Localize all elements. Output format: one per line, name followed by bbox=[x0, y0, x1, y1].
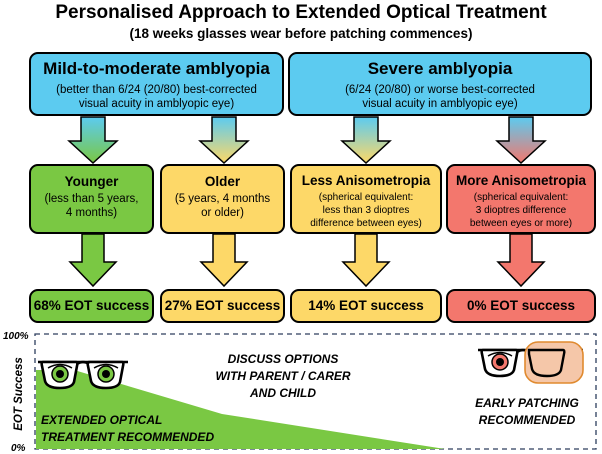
arrow-to-less-aniso bbox=[340, 116, 392, 165]
glasses-patch-icon bbox=[478, 341, 584, 384]
arrow-to-more-aniso bbox=[495, 116, 547, 165]
group-less-anisometropia: Less Anisometropia (spherical equivalent… bbox=[290, 164, 442, 234]
group-older: Older (5 years, 4 months or older) bbox=[160, 164, 285, 234]
arrow-more-aniso-result bbox=[496, 233, 546, 288]
category-severe-desc-1: (6/24 (20/80) or worse best-corrected bbox=[345, 84, 535, 96]
category-mild-moderate-desc-2: visual acuity in amblyopic eye) bbox=[78, 98, 235, 110]
arrow-to-younger bbox=[67, 116, 119, 165]
category-severe: Severe amblyopia (6/24 (20/80) or worse … bbox=[288, 52, 592, 116]
left-label-line-2: TREATMENT RECOMMENDED bbox=[41, 430, 214, 444]
diagram-subtitle: (18 weeks glasses wear before patching c… bbox=[129, 26, 473, 41]
group-more-aniso-line-1: (spherical equivalent: bbox=[473, 192, 569, 203]
category-mild-moderate-title: Mild-to-moderate amblyopia bbox=[43, 59, 270, 78]
result-younger: 68% EOT success bbox=[29, 289, 154, 323]
glasses-eyes-icon bbox=[38, 360, 128, 390]
group-older-line-1: (5 years, 4 months bbox=[174, 193, 271, 205]
left-label-line-1: EXTENDED OPTICAL bbox=[41, 413, 162, 427]
category-severe-desc-2: visual acuity in amblyopic eye) bbox=[362, 98, 518, 110]
group-older-line-2: or older) bbox=[201, 207, 244, 219]
group-younger: Younger (less than 5 years, 4 months) bbox=[29, 164, 154, 234]
group-younger-title: Younger bbox=[64, 174, 119, 189]
y-axis-label: EOT Success bbox=[13, 357, 25, 431]
arrow-less-aniso-result bbox=[341, 233, 391, 288]
category-mild-moderate-desc-1: (better than 6/24 (20/80) best-corrected bbox=[56, 84, 257, 96]
diagram-title: Personalised Approach to Extended Optica… bbox=[55, 2, 547, 23]
success-panel: 100% 0% EOT Success EXTENDED OPTICAL TRE… bbox=[3, 331, 597, 454]
eye-patch bbox=[524, 341, 584, 384]
center-label-line-3: AND CHILD bbox=[249, 386, 316, 400]
group-older-title: Older bbox=[204, 174, 241, 189]
arrow-to-older bbox=[198, 116, 250, 165]
success-area bbox=[36, 370, 445, 449]
group-less-aniso-line-2: less than 3 dioptres bbox=[322, 205, 410, 216]
group-more-anisometropia: More Anisometropia (spherical equivalent… bbox=[446, 164, 596, 234]
right-label-line-1: EARLY PATCHING bbox=[475, 396, 579, 410]
arrow-older-result bbox=[199, 233, 249, 288]
center-label-line-2: WITH PARENT / CARER bbox=[215, 369, 350, 383]
group-more-aniso-title: More Anisometropia bbox=[455, 173, 587, 188]
y-axis-bottom-label: 0% bbox=[11, 443, 26, 454]
category-severe-title: Severe amblyopia bbox=[367, 59, 513, 78]
group-younger-line-1: (less than 5 years, bbox=[44, 193, 139, 205]
group-more-aniso-line-3: between eyes or more) bbox=[469, 218, 573, 229]
result-less-aniso: 14% EOT success bbox=[290, 289, 442, 323]
center-label-line-1: DISCUSS OPTIONS bbox=[228, 352, 339, 366]
category-mild-moderate: Mild-to-moderate amblyopia (better than … bbox=[29, 52, 284, 116]
group-less-aniso-title: Less Anisometropia bbox=[301, 173, 431, 188]
group-younger-line-2: 4 months) bbox=[65, 207, 118, 219]
result-more-aniso: 0% EOT success bbox=[446, 289, 596, 323]
group-less-aniso-line-1: (spherical equivalent: bbox=[318, 192, 414, 203]
group-more-aniso-line-2: 3 dioptres difference bbox=[475, 205, 567, 216]
right-label-line-2: RECOMMENDED bbox=[479, 413, 576, 427]
arrow-younger-result bbox=[68, 233, 118, 288]
result-older: 27% EOT success bbox=[160, 289, 285, 323]
group-less-aniso-line-3: difference between eyes) bbox=[310, 218, 422, 229]
y-axis-top-label: 100% bbox=[3, 331, 29, 342]
